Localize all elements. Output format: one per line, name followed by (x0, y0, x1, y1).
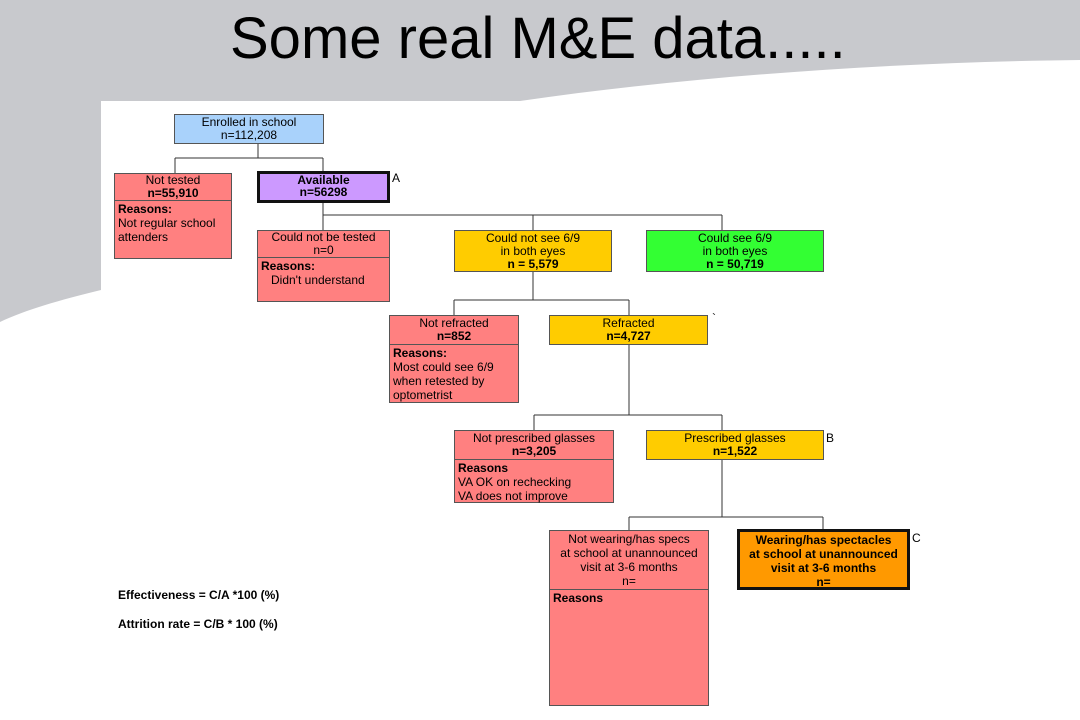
not-refracted-reason: optometrist (393, 388, 453, 402)
not-refracted-count: n=852 (436, 329, 472, 343)
could-see-label2: in both eyes (702, 244, 768, 258)
not-tested-count: n=55,910 (147, 186, 199, 200)
node-not-tested: Not tested n=55,910 Reasons: Not regular… (114, 173, 232, 259)
not-tested-reasons-label: Reasons: (118, 202, 173, 216)
could-not-be-tested-reasons-label: Reasons: (261, 259, 316, 273)
prescribed-label: Prescribed glasses (684, 431, 786, 445)
not-tested-label: Not tested (145, 173, 201, 187)
marker-a: A (392, 171, 401, 185)
not-tested-reason: attenders (118, 230, 169, 244)
attrition-formula: Attrition rate = C/B * 100 (%) (118, 617, 278, 631)
could-not-be-tested-reasons: Reasons: Didn't understand (258, 257, 389, 288)
wearing-count: n= (816, 575, 831, 589)
node-not-prescribed: Not prescribed glasses n=3,205 Reasons V… (454, 430, 614, 503)
not-prescribed-label: Not prescribed glasses (472, 431, 596, 445)
not-tested-reasons: Reasons: Not regular school attenders (115, 200, 231, 245)
not-wearing-line: Not wearing/has specs (568, 532, 690, 546)
not-refracted-reasons: Reasons: Most could see 6/9 when reteste… (390, 344, 518, 403)
available-count: n=56298 (299, 185, 348, 199)
not-prescribed-reason: VA does not improve (458, 489, 568, 503)
marker-refracted: ` (712, 311, 716, 325)
not-refracted-reasons-label: Reasons: (393, 346, 448, 360)
enrolled-count: n=112,208 (220, 128, 278, 142)
could-not-be-tested-count: n=0 (313, 243, 334, 257)
effectiveness-formula: Effectiveness = C/A *100 (%) (118, 588, 280, 602)
could-not-see-label2: in both eyes (500, 244, 566, 258)
node-could-not-be-tested: Could not be tested n=0 Reasons: Didn't … (257, 230, 390, 302)
marker-b: B (826, 431, 835, 445)
node-not-wearing: Not wearing/has specs at school at unann… (549, 530, 709, 706)
not-prescribed-count: n=3,205 (511, 444, 557, 458)
node-refracted: Refracted n=4,727 (549, 315, 708, 345)
could-see-count: n = 50,719 (706, 257, 764, 271)
not-prescribed-reasons-label: Reasons (458, 461, 509, 475)
marker-c: C (912, 531, 921, 545)
could-not-be-tested-reason: Didn't understand (271, 273, 365, 287)
could-see-label: Could see 6/9 (697, 231, 773, 245)
node-could-not-see: Could not see 6/9 in both eyes n = 5,579 (454, 230, 612, 272)
not-prescribed-reasons: Reasons VA OK on rechecking VA does not … (455, 459, 613, 504)
wearing-line: visit at 3-6 months (770, 561, 877, 575)
not-wearing-count: n= (622, 574, 636, 588)
enrolled-label: Enrolled in school (201, 115, 297, 129)
node-not-refracted: Not refracted n=852 Reasons: Most could … (389, 315, 519, 403)
prescribed-count: n=1,522 (712, 444, 758, 458)
wearing-line: at school at unannounced (749, 547, 898, 561)
node-prescribed: Prescribed glasses n=1,522 (646, 430, 824, 460)
not-wearing-reasons: Reasons (550, 589, 708, 606)
could-not-see-label: Could not see 6/9 (485, 231, 581, 245)
could-not-see-count: n = 5,579 (507, 257, 559, 271)
not-wearing-reasons-label: Reasons (553, 591, 604, 605)
refracted-label: Refracted (602, 316, 655, 330)
not-wearing-line: at school at unannounced (560, 546, 698, 560)
refracted-count: n=4,727 (606, 329, 651, 343)
not-refracted-reason: when retested by (393, 374, 485, 388)
available-label: Available (297, 173, 350, 187)
slide-title: Some real M&E data..... (230, 6, 846, 71)
not-tested-reason: Not regular school (118, 216, 216, 230)
node-available: Available n=56298 (257, 171, 390, 203)
not-refracted-reason: Most could see 6/9 (393, 360, 494, 374)
not-wearing-line: visit at 3-6 months (580, 560, 678, 574)
grey-swoosh-shape (0, 0, 1080, 322)
could-not-be-tested-label: Could not be tested (271, 230, 376, 244)
node-enrolled: Enrolled in school n=112,208 (174, 114, 324, 144)
not-refracted-label: Not refracted (419, 316, 489, 330)
node-could-see: Could see 6/9 in both eyes n = 50,719 (646, 230, 824, 272)
not-prescribed-reason: VA OK on rechecking (458, 475, 572, 489)
wearing-line: Wearing/has spectacles (755, 533, 892, 547)
node-wearing: Wearing/has spectacles at school at unan… (737, 529, 910, 590)
